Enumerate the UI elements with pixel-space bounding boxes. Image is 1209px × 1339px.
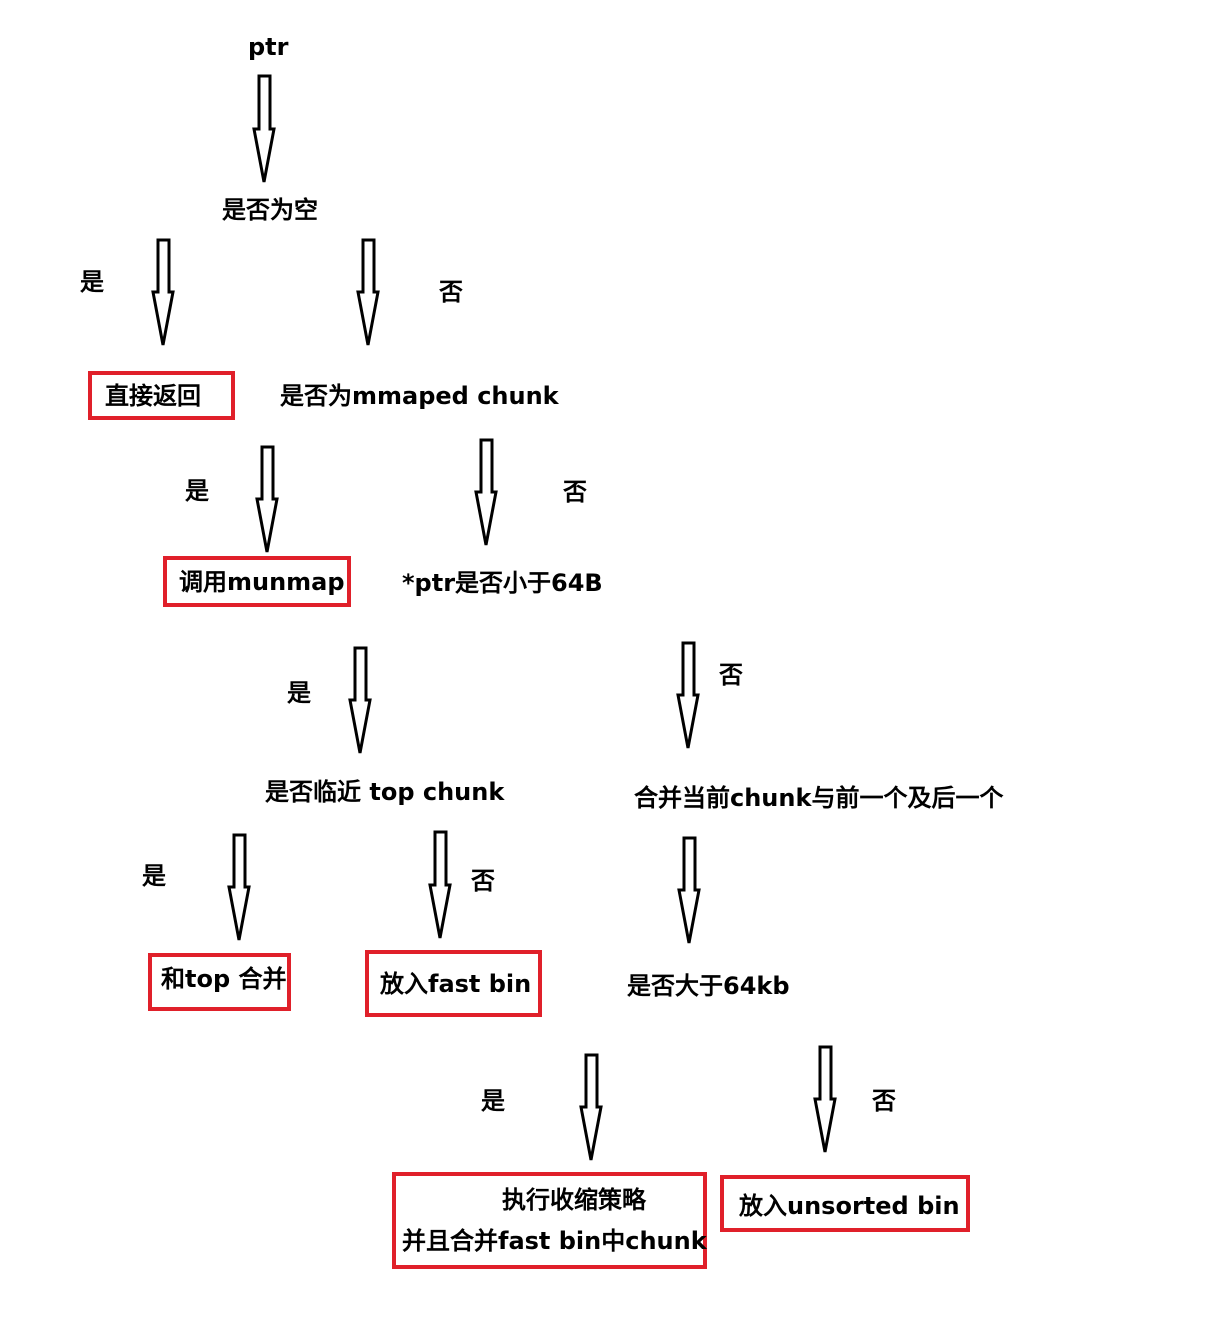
arrow-64kb-yes — [579, 1053, 603, 1161]
arrow-ptr-to-null — [252, 74, 276, 183]
arrow-merge-to-64kb — [677, 836, 701, 944]
arrow-null-no — [356, 238, 380, 346]
arrow-mmaped-no — [474, 438, 498, 546]
label-yes-mmaped: 是 — [185, 477, 209, 505]
arrow-null-yes — [151, 238, 175, 346]
node-greater-than-64kb: 是否大于64kb — [627, 972, 790, 1000]
label-yes-64b: 是 — [287, 679, 311, 707]
terminal-merge-top-text: 和top 合并 — [161, 965, 287, 993]
node-is-mmaped: 是否为mmaped chunk — [280, 382, 559, 410]
label-yes-null: 是 — [80, 268, 104, 296]
terminal-unsorted-bin-text: 放入unsorted bin — [739, 1192, 960, 1220]
arrow-64b-no — [676, 641, 700, 749]
terminal-call-munmap: 调用munmap — [163, 556, 351, 607]
label-no-64b: 否 — [719, 661, 743, 689]
label-yes-neartop: 是 — [142, 862, 166, 890]
label-no-mmaped: 否 — [563, 478, 587, 506]
terminal-unsorted-bin: 放入unsorted bin — [720, 1175, 970, 1232]
label-yes-64kb: 是 — [481, 1087, 505, 1115]
arrow-mmaped-yes — [255, 445, 279, 553]
node-merge-neighbors: 合并当前chunk与前一个及后一个 — [634, 784, 1004, 812]
node-less-than-64b: *ptr是否小于64B — [402, 569, 603, 597]
terminal-shrink-line1: 执行收缩策略 — [502, 1186, 646, 1214]
arrow-64kb-no — [813, 1045, 837, 1153]
node-ptr: ptr — [248, 33, 289, 61]
node-is-null: 是否为空 — [222, 196, 318, 224]
label-no-null: 否 — [439, 278, 463, 306]
terminal-shrink: 执行收缩策略 并且合并fast bin中chunk — [392, 1172, 707, 1269]
terminal-call-munmap-text: 调用munmap — [179, 568, 345, 596]
label-no-neartop: 否 — [471, 867, 495, 895]
terminal-return-direct: 直接返回 — [88, 371, 235, 420]
terminal-return-direct-text: 直接返回 — [105, 382, 201, 410]
arrow-64b-yes — [348, 646, 372, 754]
label-no-64kb: 否 — [872, 1087, 896, 1115]
arrow-neartop-no — [428, 830, 452, 939]
arrow-neartop-yes — [227, 833, 251, 941]
terminal-merge-top: 和top 合并 — [148, 953, 291, 1011]
terminal-shrink-line2: 并且合并fast bin中chunk — [402, 1227, 707, 1255]
terminal-fast-bin: 放入fast bin — [365, 950, 542, 1017]
terminal-fast-bin-text: 放入fast bin — [380, 970, 532, 998]
node-near-top: 是否临近 top chunk — [265, 778, 505, 806]
